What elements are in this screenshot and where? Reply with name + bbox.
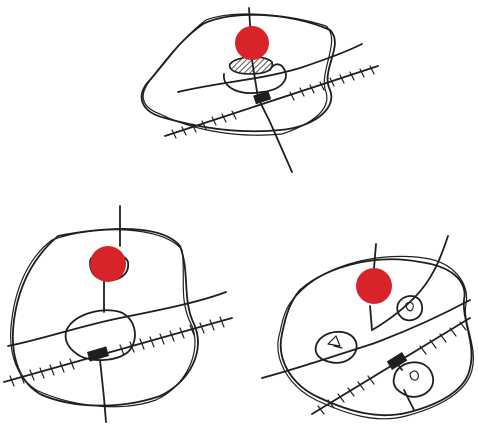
br-internal-mark-3 bbox=[410, 371, 418, 380]
br-red-dot bbox=[356, 268, 392, 304]
br-internal-mark-2 bbox=[406, 302, 413, 310]
br-inner-region-2 bbox=[397, 296, 422, 320]
bl-vertical-line bbox=[100, 206, 120, 422]
br-internal-mark-1 bbox=[328, 336, 342, 348]
top-red-dot bbox=[235, 26, 269, 60]
top-cell-outline-second bbox=[143, 14, 331, 135]
br-cross-line bbox=[262, 300, 470, 378]
bottom-left-cell-sketch bbox=[4, 206, 232, 422]
bottom-right-cell-sketch bbox=[262, 236, 473, 419]
top-cell-sketch bbox=[142, 8, 378, 172]
bl-cross-line bbox=[8, 292, 226, 346]
bl-red-dot bbox=[90, 246, 126, 282]
